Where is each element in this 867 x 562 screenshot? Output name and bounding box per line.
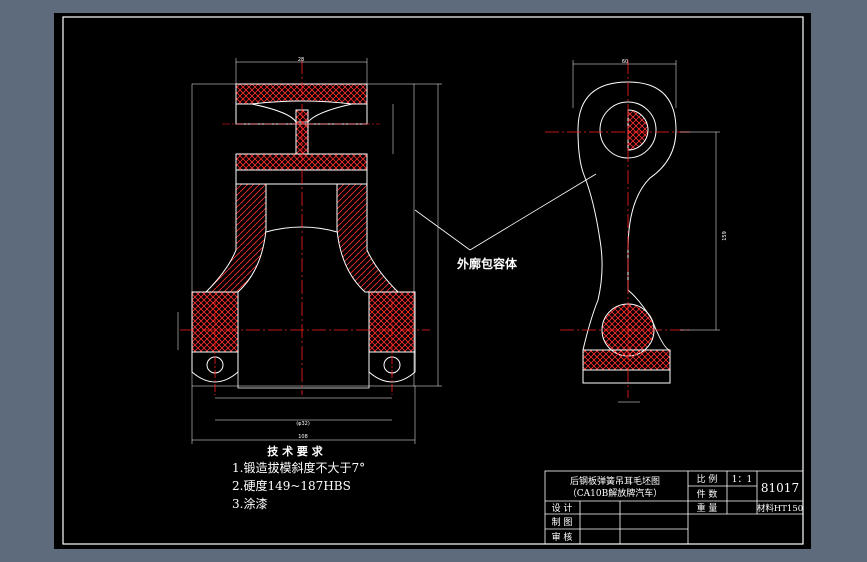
tech-req-item-3: 3.涂漆 [232,496,267,511]
weight-label: 重 量 [697,502,718,514]
part-name: 后钢板弹簧吊耳毛坯图 [570,475,660,487]
review-label: 审 核 [552,531,573,543]
material: 材料HT150 [757,503,803,514]
drawing-border [62,16,804,545]
design-label: 设 计 [552,502,573,514]
vehicle-name: （CA10B解放牌汽车） [568,487,662,499]
drawing-number: 81017 [761,481,799,495]
tech-req-item-2: 2.硬度149~187HBS [232,478,351,493]
envelope-callout: 外廓包容体 [414,173,597,271]
callout-label: 外廓包容体 [457,256,518,271]
count-label: 件 数 [697,488,718,500]
drawing-sheet [54,13,811,549]
dim-side-width: 60 [622,59,628,65]
title-block [544,470,804,545]
dim-side-height: 159 [722,231,728,241]
draw-label: 制 图 [552,516,573,528]
dim-bolt-spacing: (φ32) [296,421,310,427]
tech-req-item-1: 1.锻造拔模斜度不大于7° [232,460,365,475]
scale-value: 1：1 [732,475,752,485]
tech-requirements: 技 术 要 求 1.锻造拔模斜度不大于7° 2.硬度149~187HBS 3.涂… [232,444,365,511]
front-view: 28 108 (φ32) [177,57,442,444]
dim-top-depth: 28 [298,57,304,63]
dim-total-width: 108 [298,434,308,440]
scale-label: 比 例 [697,473,718,485]
tech-req-heading: 技 术 要 求 [267,444,323,458]
side-view: 60 159 [545,59,728,403]
